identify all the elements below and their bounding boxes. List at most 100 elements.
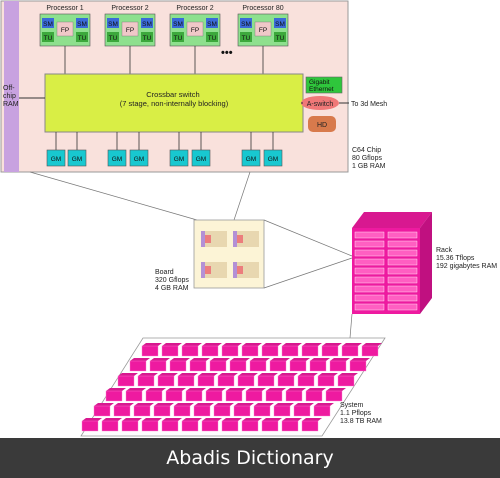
system-specs: System 1.1 Pflops 13.8 TB RAM (340, 402, 382, 425)
system-rack-front (301, 345, 319, 357)
system-rack (301, 418, 322, 432)
system-rack-front (261, 345, 279, 357)
tu-label: TU (242, 35, 251, 42)
system-rack (317, 373, 338, 387)
tu-label: TU (208, 35, 217, 42)
board-chip-ram (233, 262, 237, 278)
sm-label: SM (241, 21, 251, 28)
gm-block (241, 149, 261, 167)
system-rack-front (193, 405, 211, 417)
system-rack (257, 373, 278, 387)
crossbar-label: Crossbar switch (7 stage, non-internally… (120, 90, 229, 108)
fp-block (254, 21, 272, 37)
system-rack-front (321, 345, 339, 357)
system-rack-front (297, 375, 315, 387)
system-rack (313, 403, 334, 417)
fp-label: FP (259, 27, 267, 34)
system-rack (185, 388, 206, 402)
chip-to-board-line-right (231, 171, 251, 227)
sm-block (42, 18, 54, 28)
sm-block (206, 18, 218, 28)
processor-label: Processor 1 (46, 5, 83, 12)
system-rack-top (234, 403, 254, 406)
system-rack-top (202, 343, 222, 346)
board-to-rack-line-bottom (263, 257, 353, 289)
system-rack (221, 343, 242, 357)
rack-slot (354, 285, 385, 293)
system-rack-top (150, 358, 170, 361)
system-rack-front (181, 345, 199, 357)
system-rack-top (222, 343, 242, 346)
system-rack (245, 388, 266, 402)
system-rack-front (289, 360, 307, 372)
rack-slot (354, 231, 385, 239)
system-rack (161, 343, 182, 357)
tu-block (141, 32, 153, 42)
system-rack-top (138, 373, 158, 376)
a-switch-block (301, 96, 339, 110)
system-rack-top (318, 373, 338, 376)
system-rack-front (129, 360, 147, 372)
sm-label: SM (207, 21, 217, 28)
system-rack (225, 388, 246, 402)
fp-block (56, 21, 74, 37)
system-rack-top (94, 403, 114, 406)
fp-block (121, 21, 139, 37)
system-rack (125, 388, 146, 402)
system-rack-top (306, 388, 326, 391)
rack-slot (387, 258, 418, 266)
system-rack-top (282, 418, 302, 421)
rack-slot (387, 303, 418, 311)
system-rack-front (93, 405, 111, 417)
system-rack-top (174, 403, 194, 406)
system-rack (325, 388, 346, 402)
sm-block (141, 18, 153, 28)
system-rack-front (185, 390, 203, 402)
tu-label: TU (276, 35, 285, 42)
gm-module: GM (129, 132, 149, 167)
system-rack-top (350, 358, 370, 361)
system-rack-top (330, 358, 350, 361)
system-rack-front (189, 360, 207, 372)
system-rack-top (118, 373, 138, 376)
system-rack-front (153, 405, 171, 417)
rack-to-system-line (349, 313, 353, 339)
system-rack (329, 358, 350, 372)
system-rack-front (101, 420, 119, 432)
fp-label: FP (61, 27, 69, 34)
system-rack-front (137, 375, 155, 387)
system-rack-top (158, 373, 178, 376)
system-rack (113, 403, 134, 417)
system-rack-top (290, 358, 310, 361)
chip-specs: C64 Chip 80 Gflops 1 GB RAM (352, 147, 386, 170)
system-rack-front (237, 375, 255, 387)
system-rack-front (329, 360, 347, 372)
board-chip-core (237, 266, 243, 274)
system-rack-front (181, 420, 199, 432)
system-rack-front (145, 390, 163, 402)
system-rack-front (225, 390, 243, 402)
system-rack (141, 418, 162, 432)
rack-slot (354, 303, 385, 311)
rack-slot (387, 285, 418, 293)
system-rack (101, 418, 122, 432)
system-rack-front (113, 405, 131, 417)
system-rack-front (269, 360, 287, 372)
system-rack-top (218, 373, 238, 376)
system-rack (229, 358, 250, 372)
system-rack-top (302, 343, 322, 346)
rack-slot (354, 276, 385, 284)
system-rack-front (209, 360, 227, 372)
system-rack-top (170, 358, 190, 361)
gm-module: GM (263, 132, 283, 167)
system-rack (181, 418, 202, 432)
system-rack-top (282, 343, 302, 346)
system-rack (137, 373, 158, 387)
sm-block (107, 18, 119, 28)
rack-slot (354, 294, 385, 302)
fp-label: FP (126, 27, 134, 34)
board-chip-core (237, 235, 243, 243)
system-rack (193, 403, 214, 417)
gm-module: GM (241, 132, 261, 167)
system-rack-top (322, 343, 342, 346)
